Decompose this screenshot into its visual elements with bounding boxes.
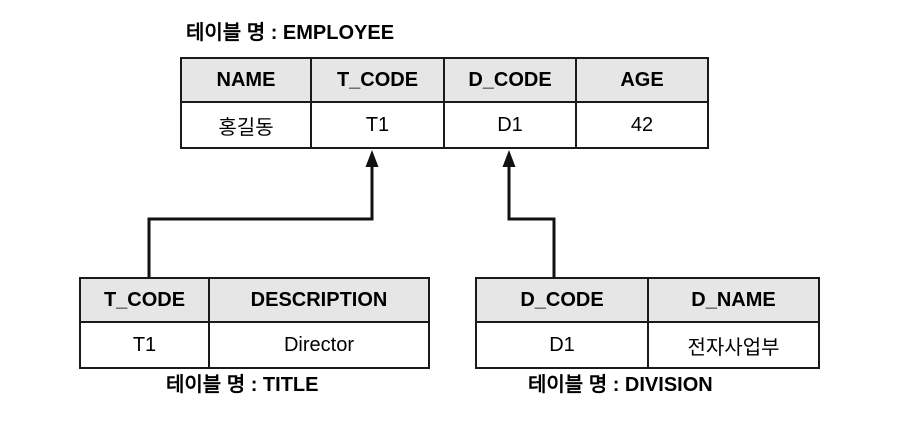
arrowhead-icon bbox=[365, 150, 379, 167]
cell-d-name: 전자사업부 bbox=[647, 321, 820, 369]
table-row: T1 Director bbox=[79, 321, 430, 369]
column-header-t-code: T_CODE bbox=[310, 57, 445, 103]
cell-description: Director bbox=[208, 321, 430, 369]
division-table-caption: 테이블 명 : DIVISION bbox=[528, 374, 713, 396]
column-header-name: NAME bbox=[180, 57, 312, 103]
cell-d-code: D1 bbox=[475, 321, 649, 369]
connector-division-to-employee bbox=[502, 150, 556, 277]
employee-table-caption: 테이블 명 : EMPLOYEE bbox=[186, 22, 395, 44]
employee-table: NAME T_CODE D_CODE AGE 홍길동 T1 D1 42 bbox=[180, 57, 709, 149]
column-header-d-name: D_NAME bbox=[647, 277, 820, 323]
cell-name: 홍길동 bbox=[180, 101, 312, 149]
column-header-d-code: D_CODE bbox=[475, 277, 649, 323]
table-header-row: D_CODE D_NAME bbox=[475, 277, 820, 323]
cell-d-code: D1 bbox=[443, 101, 577, 149]
division-table: D_CODE D_NAME D1 전자사업부 bbox=[475, 277, 820, 369]
title-table: T_CODE DESCRIPTION T1 Director bbox=[79, 277, 430, 369]
cell-age: 42 bbox=[575, 101, 709, 149]
table-row: 홍길동 T1 D1 42 bbox=[180, 101, 709, 149]
table-header-row: T_CODE DESCRIPTION bbox=[79, 277, 430, 323]
connector-title-to-employee bbox=[147, 150, 379, 277]
title-table-caption: 테이블 명 : TITLE bbox=[166, 374, 319, 396]
column-header-age: AGE bbox=[575, 57, 709, 103]
table-header-row: NAME T_CODE D_CODE AGE bbox=[180, 57, 709, 103]
cell-t-code: T1 bbox=[310, 101, 445, 149]
column-header-t-code: T_CODE bbox=[79, 277, 210, 323]
cell-t-code: T1 bbox=[79, 321, 210, 369]
table-row: D1 전자사업부 bbox=[475, 321, 820, 369]
arrowhead-icon bbox=[502, 150, 516, 167]
column-header-d-code: D_CODE bbox=[443, 57, 577, 103]
column-header-description: DESCRIPTION bbox=[208, 277, 430, 323]
